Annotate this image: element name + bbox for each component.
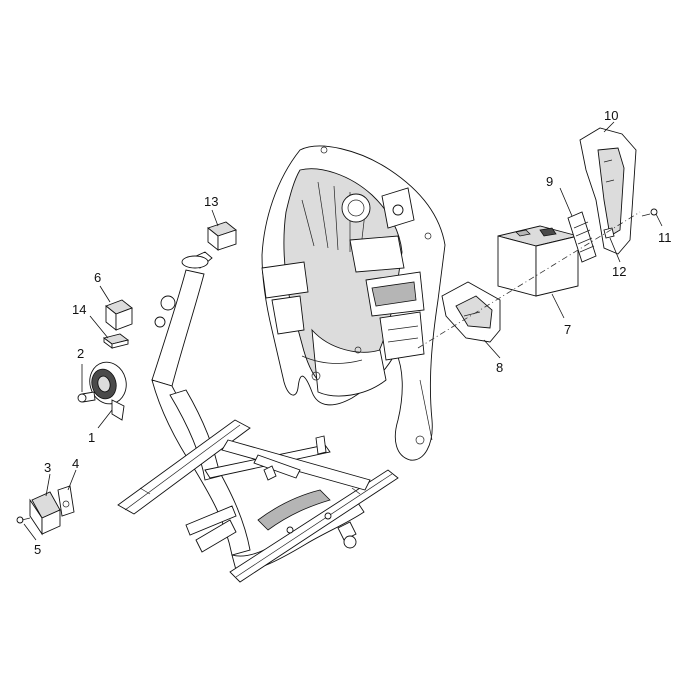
callouts: 1 2 3 4 5 6 7 8 9 10 11 12 13 14 — [34, 108, 672, 557]
scooter-frame — [117, 251, 399, 583]
callout-6: 6 — [94, 270, 101, 285]
battery-strap — [567, 211, 597, 263]
callout-5: 5 — [34, 542, 41, 557]
bracket-4 — [57, 485, 75, 517]
callout-8: 8 — [496, 360, 503, 375]
horn — [89, 361, 127, 421]
leg-shield — [261, 145, 446, 461]
callout-1: 1 — [88, 430, 95, 445]
relay-3 — [29, 491, 61, 536]
callout-4: 4 — [72, 456, 79, 471]
assembly-axis — [417, 211, 641, 349]
battery-cover — [579, 127, 637, 255]
callout-2: 2 — [77, 346, 84, 361]
leader-lines — [23, 121, 663, 541]
battery — [497, 225, 579, 297]
callout-13: 13 — [204, 194, 218, 209]
battery-tray — [441, 281, 501, 343]
relay-13 — [207, 221, 237, 251]
screw-11 — [641, 208, 658, 217]
horn-bolt — [77, 391, 96, 403]
callout-12: 12 — [612, 264, 626, 279]
callout-10: 10 — [604, 108, 618, 123]
callout-11: 11 — [658, 230, 672, 245]
relay-6 — [105, 299, 133, 331]
callout-9: 9 — [546, 174, 553, 189]
relay-base-14 — [102, 333, 130, 349]
callout-14: 14 — [72, 302, 86, 317]
nut-12 — [603, 227, 615, 239]
callout-3: 3 — [44, 460, 51, 475]
screw-5 — [16, 516, 31, 524]
callout-7: 7 — [564, 322, 571, 337]
